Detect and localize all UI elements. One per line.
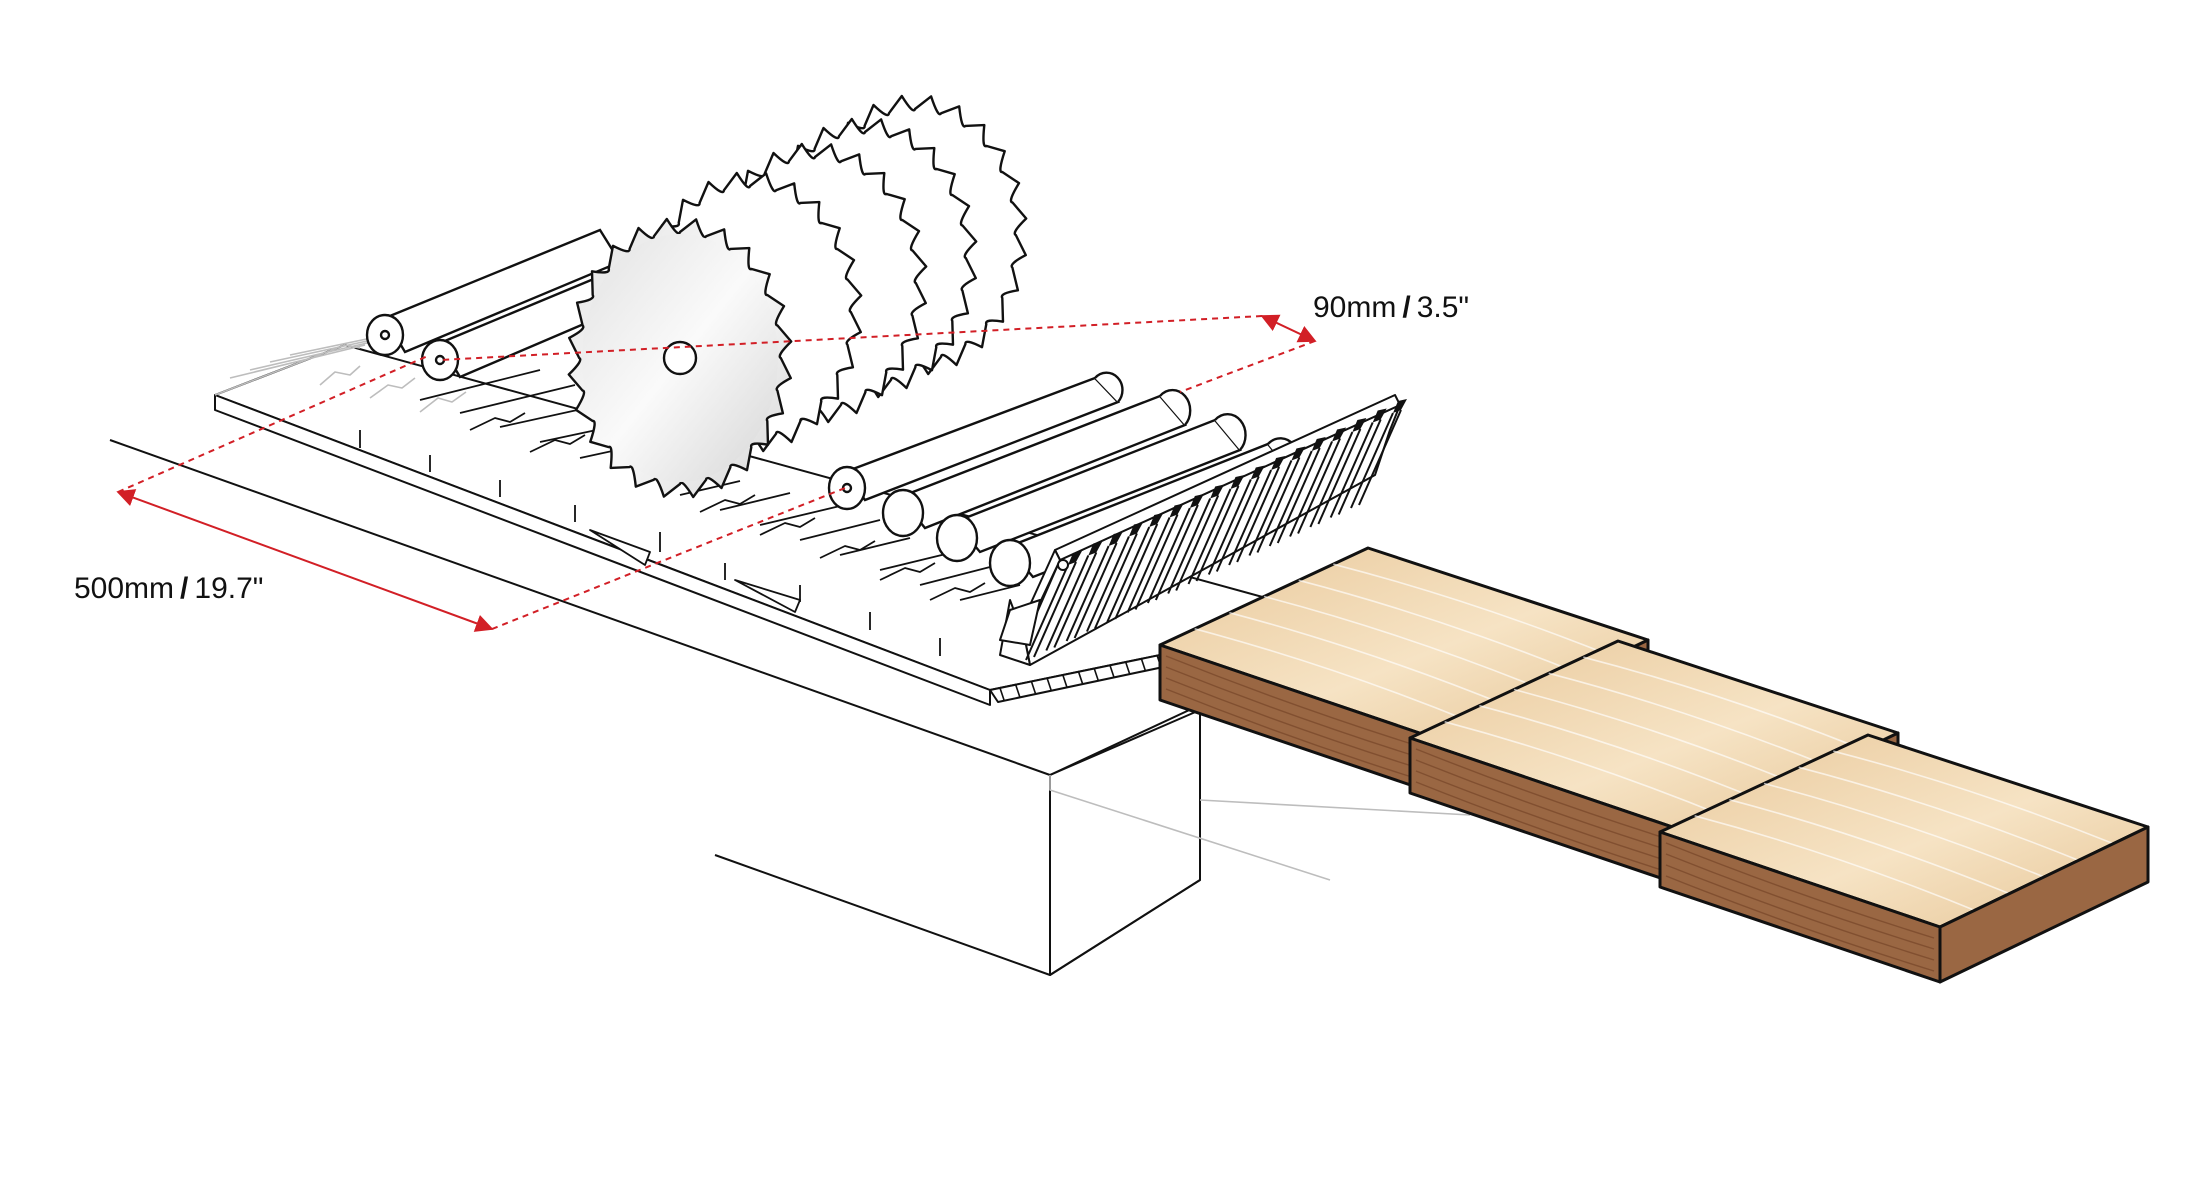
width-dimension-label: 500mm/19.7" [74,572,263,606]
strip-tooth [1030,681,1037,694]
guard-finger [1289,427,1347,537]
strip-tooth [1014,684,1021,698]
width-separator: / [180,572,189,605]
lumber-boards [1158,546,2150,984]
depth-metric: 90mm [1313,291,1397,324]
guard-finger [1309,418,1367,528]
roller [881,388,1192,538]
saw-blades [567,94,1028,499]
strip-tooth [1140,658,1147,672]
depth-imperial: 3.5" [1416,291,1470,324]
lumber-board [1658,733,2150,984]
guard-finger [1146,494,1204,604]
guard-finger [1350,399,1407,509]
rear-rollers [365,228,642,382]
guard-finger [1086,522,1143,632]
width-metric: 500mm [74,572,175,605]
depth-dimension [439,314,1317,393]
guard-finger [1187,475,1245,585]
strip-tooth [1046,678,1052,691]
dimension-lines [116,314,1317,632]
roller [827,371,1124,511]
strip-tooth [1124,661,1131,675]
strip-tooth [1093,668,1100,681]
guard-finger [1268,437,1326,547]
width-imperial: 19.7" [194,572,264,605]
guard-finger [1065,532,1123,642]
guard-finger [1329,408,1387,518]
saw-blade [567,217,793,499]
depth-separator: / [1402,291,1411,324]
roller [935,413,1247,563]
guard-finger [1228,456,1286,566]
strip-tooth [1077,671,1084,685]
guard-finger [1207,465,1265,575]
guard-finger [1248,446,1306,556]
strip-tooth [1109,665,1115,678]
guard-finger [1045,541,1103,651]
guard-finger [1025,551,1082,661]
strip-tooth [1062,674,1068,688]
guard-finger [1167,484,1225,594]
guard-finger [1126,503,1184,613]
depth-dimension-label: 90mm/3.5" [1313,291,1469,325]
strip-tooth [999,687,1005,701]
guard-finger [1106,513,1164,623]
width-dimension [116,354,846,632]
